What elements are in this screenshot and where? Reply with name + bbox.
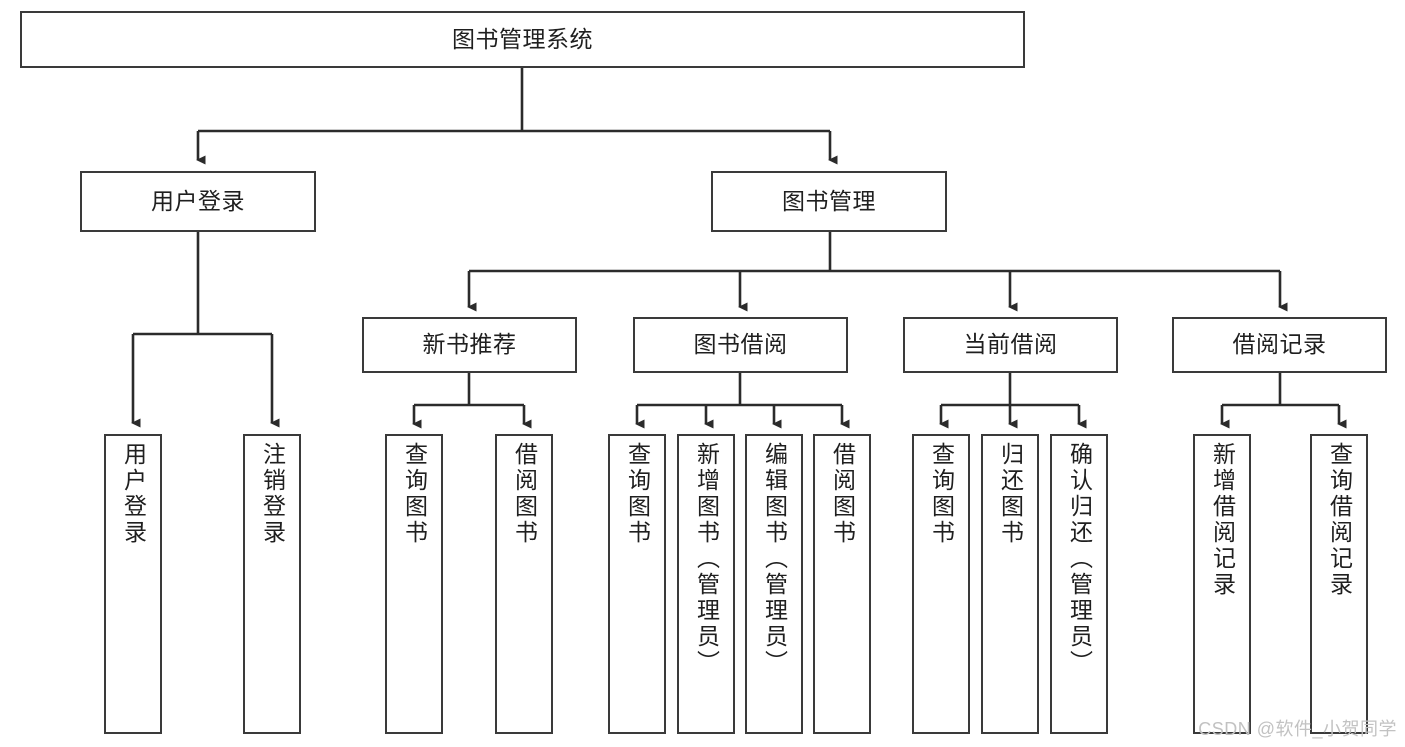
node-current-borrow[interactable]: 当前借阅 [903, 317, 1118, 373]
leaf-book-borrow-edit-book-admin[interactable]: 编辑图书（管理员） [745, 434, 803, 734]
leaf-current-borrow-return-book[interactable]: 归还图书 [981, 434, 1039, 734]
node-label: 归还图书 [997, 442, 1024, 546]
node-label: 查询图书 [401, 442, 428, 546]
node-user-login[interactable]: 用户登录 [80, 171, 316, 232]
leaf-current-borrow-confirm-return-admin[interactable]: 确认归还（管理员） [1050, 434, 1108, 734]
node-label: 查询图书 [928, 442, 955, 546]
node-book-management[interactable]: 图书管理 [711, 171, 947, 232]
node-label: 注销登录 [259, 442, 286, 546]
leaf-current-borrow-query-book[interactable]: 查询图书 [912, 434, 970, 734]
leaf-book-borrow-query-book[interactable]: 查询图书 [608, 434, 666, 734]
leaf-user-login-logout[interactable]: 注销登录 [243, 434, 301, 734]
node-label: 图书管理系统 [452, 25, 593, 52]
csdn-watermark: CSDN @软件_小贺同学 [1198, 719, 1397, 739]
node-label: 当前借阅 [963, 331, 1058, 358]
node-borrow-record[interactable]: 借阅记录 [1172, 317, 1387, 373]
node-label: 用户登录 [151, 187, 245, 214]
node-book-management-system[interactable]: 图书管理系统 [20, 11, 1025, 68]
node-label: 查询图书 [624, 442, 651, 546]
leaf-new-book-query-book[interactable]: 查询图书 [385, 434, 443, 734]
node-new-book-recommend[interactable]: 新书推荐 [362, 317, 577, 373]
node-label: 新增图书（管理员） [693, 442, 720, 676]
leaf-borrow-record-query-record[interactable]: 查询借阅记录 [1310, 434, 1368, 734]
leaf-book-borrow-borrow-book[interactable]: 借阅图书 [813, 434, 871, 734]
leaf-new-book-borrow-book[interactable]: 借阅图书 [495, 434, 553, 734]
node-label: 借阅图书 [829, 442, 856, 546]
node-label: 查询借阅记录 [1326, 442, 1353, 598]
node-label: 新书推荐 [422, 331, 517, 358]
node-label: 确认归还（管理员） [1066, 442, 1093, 676]
node-label: 图书借阅 [693, 331, 788, 358]
node-label: 新增借阅记录 [1209, 442, 1236, 598]
leaf-book-borrow-add-book-admin[interactable]: 新增图书（管理员） [677, 434, 735, 734]
node-label: 编辑图书（管理员） [761, 442, 788, 676]
node-book-borrow[interactable]: 图书借阅 [633, 317, 848, 373]
node-label: 用户登录 [120, 442, 147, 546]
leaf-user-login-login[interactable]: 用户登录 [104, 434, 162, 734]
node-label: 借阅记录 [1232, 331, 1327, 358]
node-label: 借阅图书 [511, 442, 538, 546]
node-label: 图书管理 [782, 187, 876, 214]
leaf-borrow-record-add-record[interactable]: 新增借阅记录 [1193, 434, 1251, 734]
